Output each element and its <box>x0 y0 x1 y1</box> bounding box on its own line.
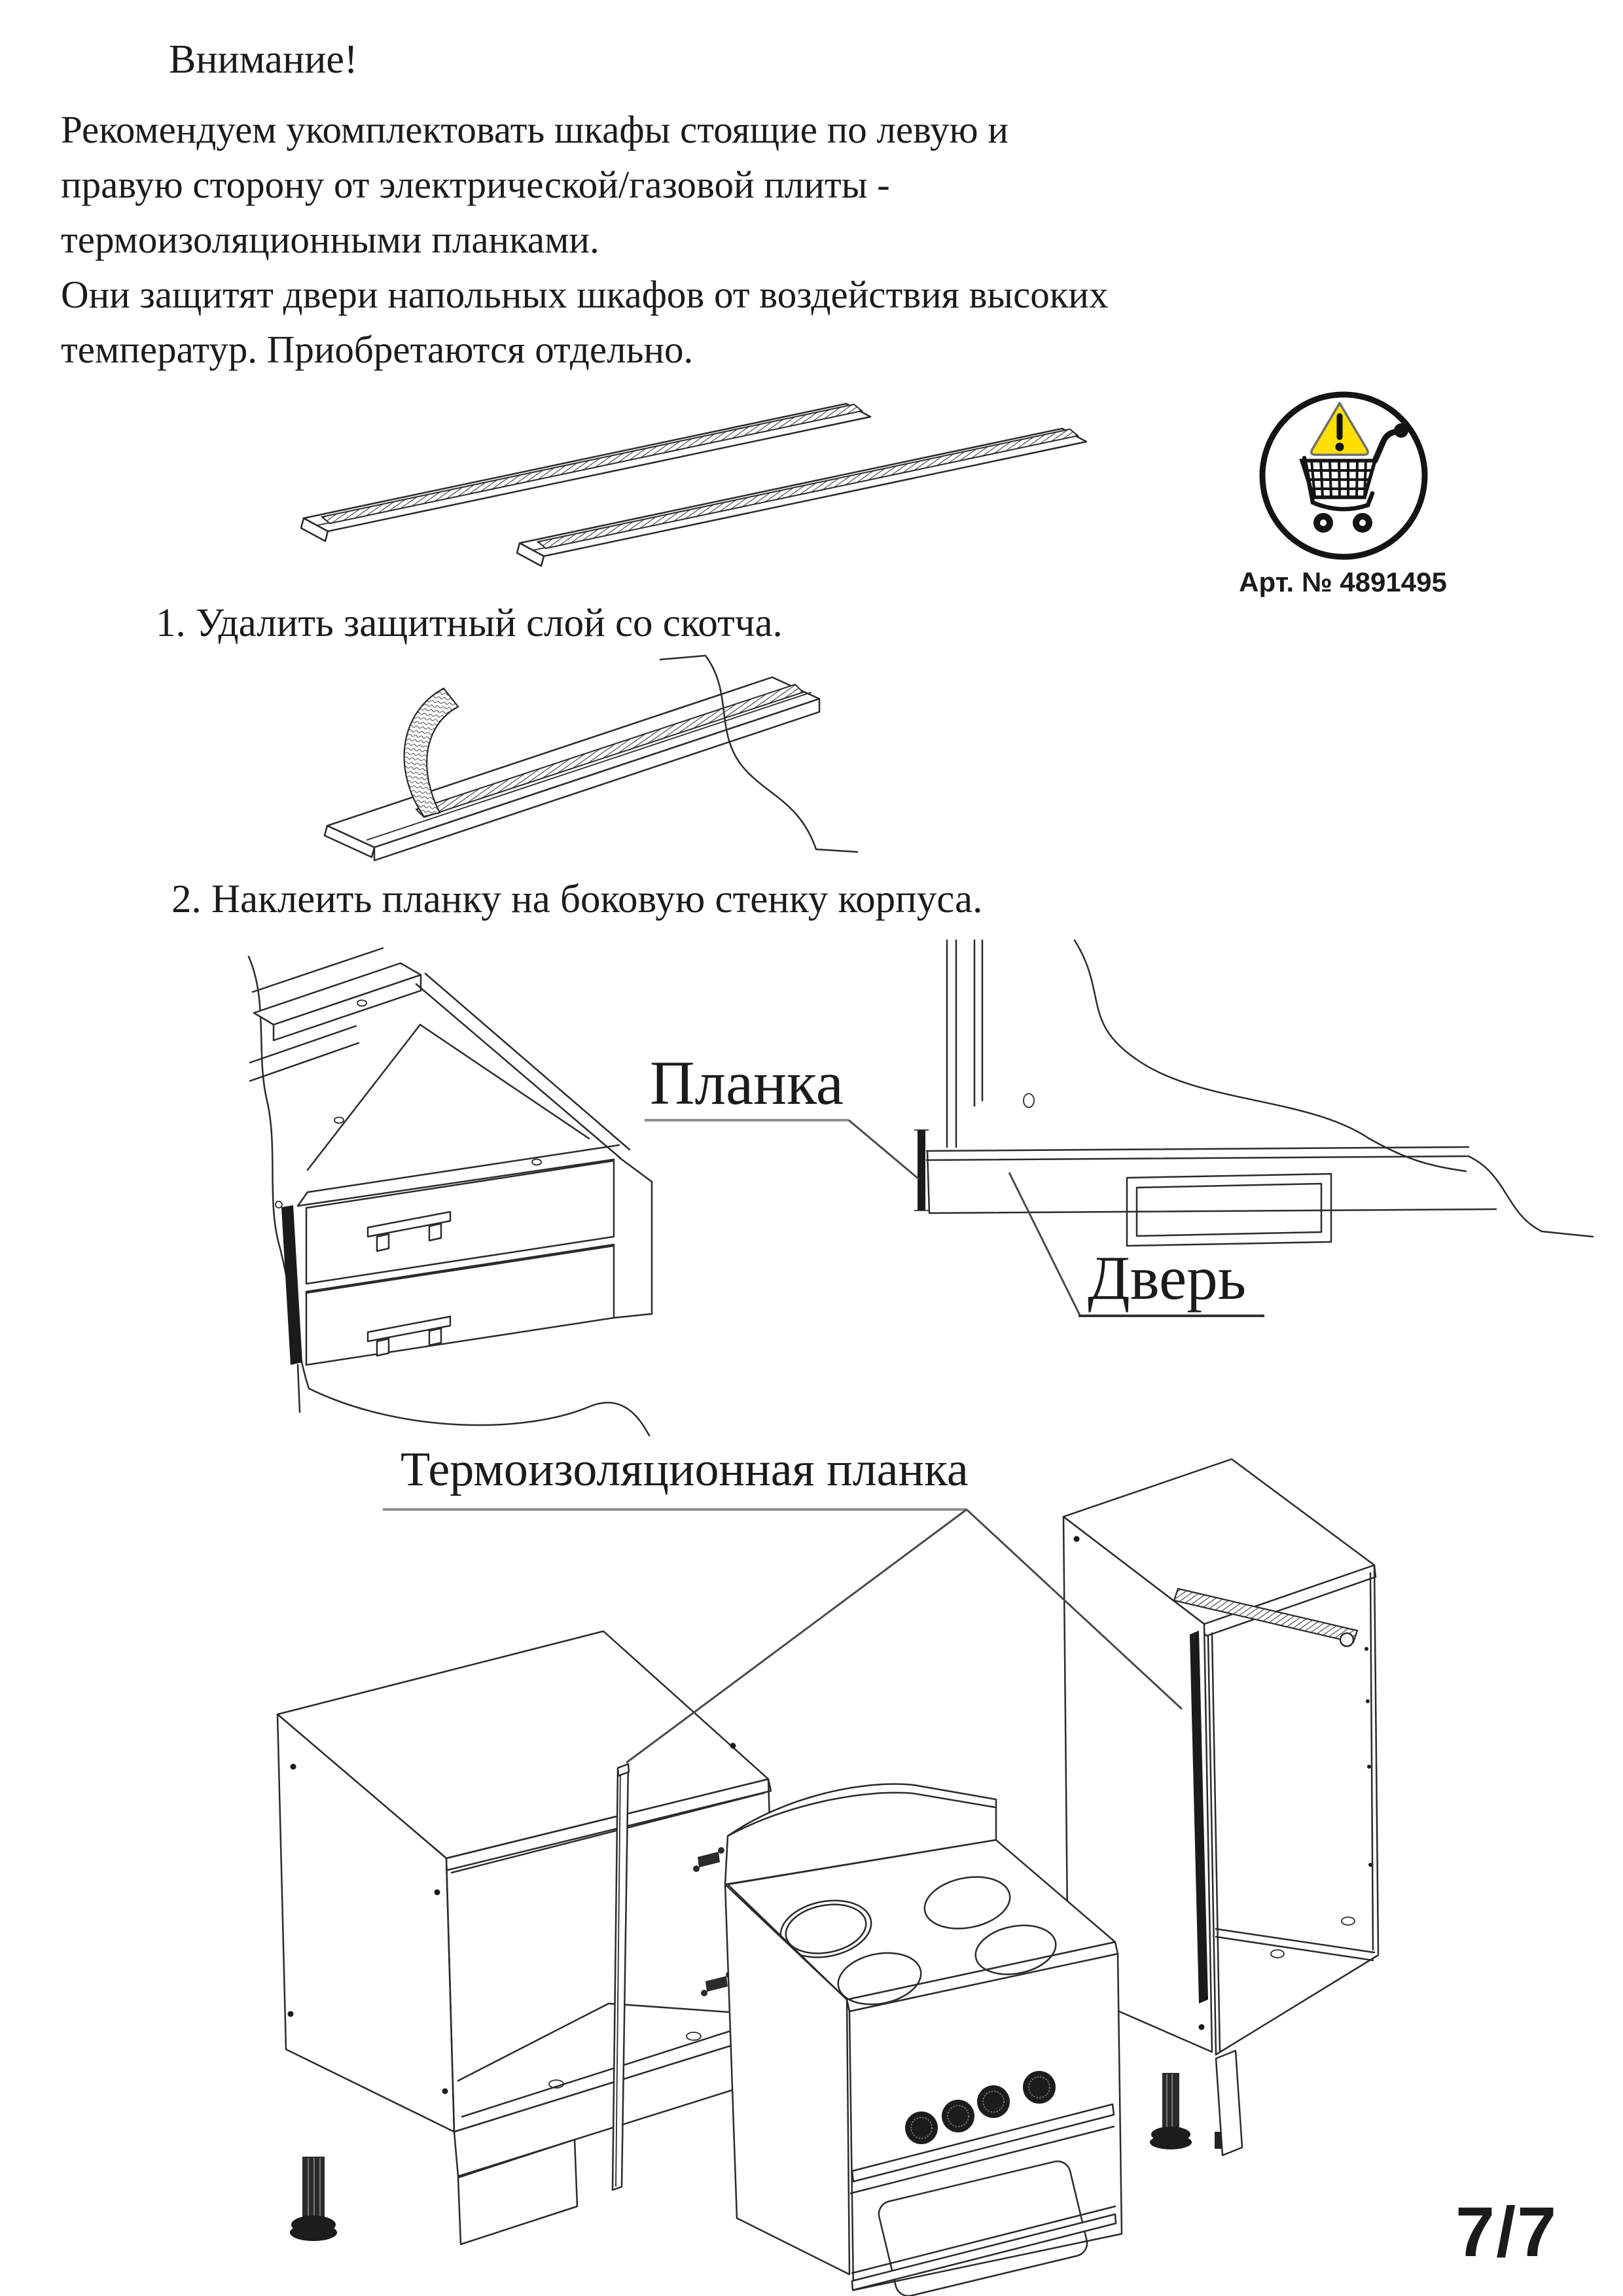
attention-title: Внимание! <box>169 37 358 82</box>
intro-line: правую сторону от электрической/газовой … <box>61 163 890 206</box>
intro-line: термоизоляционными планками. <box>61 218 599 261</box>
floating-thermo-strip <box>611 1763 630 2191</box>
stove-knobs <box>905 2071 1056 2144</box>
stove-illustration <box>724 1783 1123 2296</box>
purchase-badge <box>1259 391 1428 560</box>
door-corner-illustration <box>645 939 1594 1317</box>
strip-label: Планка <box>650 1048 844 1118</box>
shopping-cart-icon <box>1299 423 1408 533</box>
left-cabinet <box>276 1630 780 2246</box>
warning-triangle-icon <box>1310 402 1369 456</box>
intro-paragraph: Рекомендуем укомплектовать шкафы стоящие… <box>61 102 1109 377</box>
right-cabinet <box>1062 1458 1380 2157</box>
step-2-instruction: 2. Наклеить планку на боковую стенку кор… <box>171 877 983 921</box>
step-1-instruction: 1. Удалить защитный слой со скотча. <box>156 601 783 645</box>
thermo-strip-label: Термоизоляционная планка <box>401 1443 969 1496</box>
adjustable-leg <box>290 2157 337 2241</box>
adjustable-leg <box>1150 2073 1192 2149</box>
thermo-strips-illustration <box>300 402 1088 567</box>
page-number: 7/7 <box>1455 2192 1558 2271</box>
intro-line: Рекомендуем укомплектовать шкафы стоящие… <box>61 108 1008 151</box>
article-number-caption: Арт. № 4891495 <box>1239 567 1447 597</box>
bottom-assembly-illustration <box>276 1458 1380 2296</box>
intro-line: Они защитят двери напольных шкафов от во… <box>61 273 1109 316</box>
drawer-cabinet-illustration <box>247 947 653 1437</box>
door-label: Дверь <box>1088 1243 1247 1313</box>
intro-line: температур. Приобретаются отдельно. <box>61 328 694 371</box>
peel-tape-illustration <box>323 654 859 862</box>
